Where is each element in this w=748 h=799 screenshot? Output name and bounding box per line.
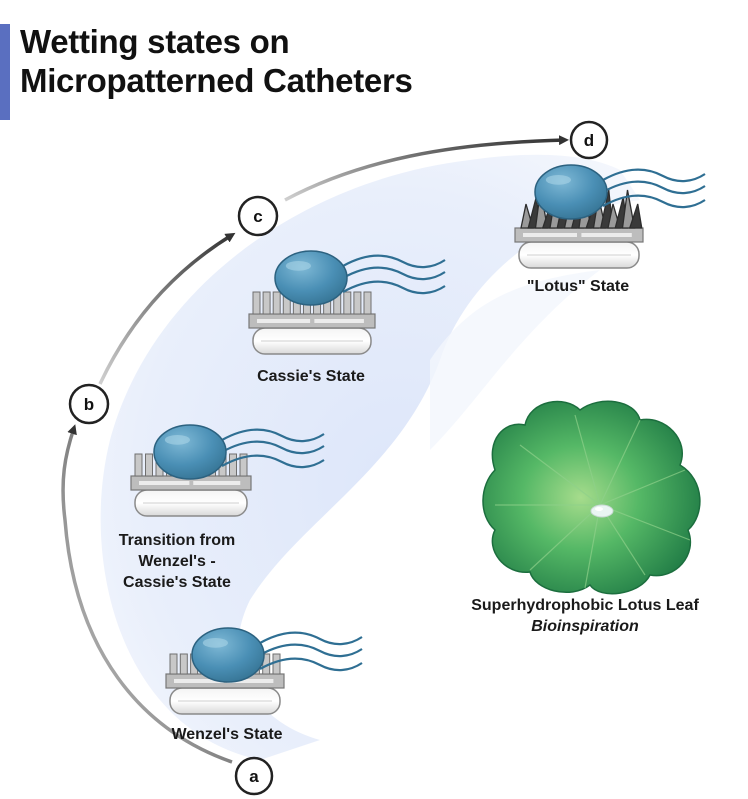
bacterium-flagella [221, 428, 325, 469]
state-label-cassie: Cassie's State [257, 366, 365, 387]
lotus-state-illustration [514, 164, 706, 269]
bacterium-cell [191, 627, 265, 683]
micro-pillar [262, 291, 271, 315]
state-label-line: Wenzel's State [171, 726, 283, 743]
lotus-leaf-image [482, 400, 701, 595]
background-band [100, 154, 641, 760]
step-circle-c: c [237, 195, 279, 237]
micro-pillar [229, 453, 237, 477]
catheter-tube [518, 241, 640, 269]
arrow-a-to-b [61, 424, 233, 764]
state-label-line: "Lotus" State [526, 278, 630, 295]
micro-pillar [353, 291, 362, 315]
title-accent-bar [0, 24, 10, 120]
bacterium-cell [534, 164, 608, 220]
wenzel-state-illustration [165, 627, 363, 715]
step-circle-b: b [68, 383, 110, 425]
micro-pillar [343, 291, 352, 315]
background-band-highlight [430, 270, 600, 450]
micro-pillar [169, 653, 178, 675]
state-label-wenzel: Wenzel's State [171, 724, 282, 745]
micro-pillar [145, 453, 153, 477]
step-letter: b [84, 395, 94, 414]
transition-state-illustration [130, 424, 325, 517]
bacterium-flagella [259, 631, 363, 672]
micro-pillar [272, 653, 281, 675]
step-circle-a: a [234, 756, 274, 796]
bacterium-flagella [342, 254, 446, 295]
micropattern-surface [514, 227, 644, 243]
micro-pillar [239, 453, 248, 477]
step-letter: a [249, 767, 259, 786]
bacterium-flagella [602, 168, 706, 209]
title-line-1: Wetting states on [20, 23, 290, 60]
state-label-line: Wenzel's - [138, 553, 216, 570]
state-label-line: Cassie's State [123, 574, 231, 591]
catheter-tube [169, 687, 281, 715]
water-droplet [590, 504, 614, 518]
micro-pillar [179, 653, 188, 675]
leaf-caption-title: Superhydrophobic Lotus Leaf [471, 597, 699, 614]
micro-pillar [363, 291, 372, 315]
micro-pillar [272, 291, 281, 315]
state-label-transition: Transition from Wenzel's - Cassie's Stat… [119, 530, 235, 593]
step-letter: c [253, 207, 262, 226]
catheter-tube [134, 489, 248, 517]
page-title: Wetting states on Micropatterned Cathete… [20, 22, 413, 100]
bacterium-cell [274, 250, 348, 306]
step-letter: d [584, 131, 594, 150]
state-label-line: Transition from [118, 532, 236, 549]
micro-pillar [252, 291, 261, 315]
title-line-2: Micropatterned Catheters [20, 62, 413, 99]
lotus-leaf-caption: Superhydrophobic Lotus Leaf Bioinspirati… [471, 595, 699, 637]
catheter-tube [252, 327, 372, 355]
leaf-caption-subtitle: Bioinspiration [531, 618, 639, 635]
micro-pillar [134, 453, 143, 477]
micropattern-surface [248, 313, 376, 329]
step-circle-d: d [569, 120, 609, 160]
state-label-line: Cassie's State [257, 368, 365, 385]
state-label-lotus: "Lotus" State [527, 276, 629, 297]
cassie-state-illustration [248, 250, 446, 355]
arrow-c-to-d [284, 135, 569, 202]
arrow-b-to-c [98, 232, 236, 385]
bacterium-cell [153, 424, 227, 480]
